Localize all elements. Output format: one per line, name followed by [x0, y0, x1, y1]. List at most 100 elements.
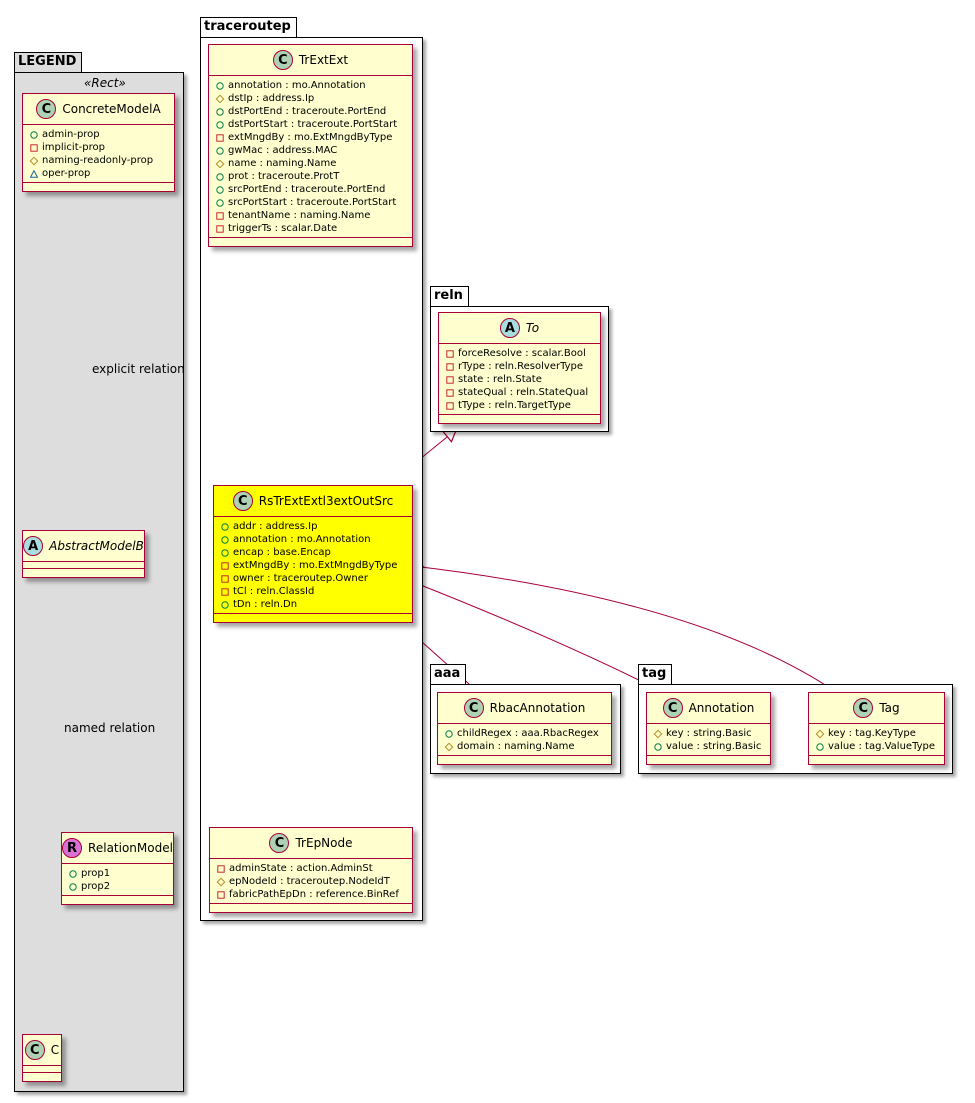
- abstract-class-badge-icon: A: [499, 318, 520, 338]
- attribute-text: oper-prop: [42, 168, 91, 179]
- class-attribute: naming-readonly-prop: [29, 154, 174, 167]
- public-visibility-icon: [220, 522, 229, 531]
- class-methods: [23, 1073, 61, 1081]
- private-visibility-icon: [220, 587, 229, 596]
- class-attribute: oper-prop: [29, 167, 174, 180]
- class-tr-ep-node[interactable]: C TrEpNode adminState : action.AdminSt e…: [209, 827, 413, 913]
- class-header: C Tag: [809, 693, 944, 724]
- class-header: C C: [23, 1035, 61, 1066]
- public-visibility-icon: [653, 742, 662, 751]
- class-abstract-model-b[interactable]: A AbstractModelB: [22, 530, 145, 578]
- class-methods: [23, 569, 144, 577]
- protected-visibility-icon: [815, 729, 824, 738]
- public-visibility-icon: [215, 185, 224, 194]
- package-visibility-icon: [29, 169, 38, 178]
- class-rbac-annotation[interactable]: C RbacAnnotation childRegex : aaa.RbacRe…: [437, 692, 612, 765]
- class-methods: [62, 896, 173, 904]
- package-tab-tag: tag: [638, 664, 673, 684]
- class-badge-icon: C: [662, 698, 683, 718]
- class-attribute: annotation : mo.Annotation: [215, 79, 412, 92]
- attribute-text: extMngdBy : mo.ExtMngdByType: [228, 132, 393, 143]
- attribute-text: encap : base.Encap: [233, 547, 331, 558]
- public-visibility-icon: [444, 729, 453, 738]
- package-tab-traceroutep: traceroutep: [200, 17, 297, 37]
- attribute-text: rType : reln.ResolverType: [458, 361, 584, 372]
- class-attributes: forceResolve : scalar.Bool rType : reln.…: [439, 344, 600, 415]
- class-attribute: value : string.Basic: [653, 740, 770, 753]
- attribute-text: tenantName : naming.Name: [228, 210, 371, 221]
- class-methods: [438, 756, 611, 764]
- class-attribute: prop1: [68, 867, 173, 880]
- class-header: A To: [439, 313, 600, 344]
- class-c[interactable]: C C: [22, 1034, 62, 1082]
- class-attribute: state : reln.State: [445, 373, 600, 386]
- class-methods: [439, 415, 600, 423]
- class-attribute: tenantName : naming.Name: [215, 209, 412, 222]
- abstract-class-badge-icon: A: [23, 536, 44, 556]
- class-attribute: tDn : reln.Dn: [220, 598, 412, 611]
- attribute-text: dstPortEnd : traceroute.PortEnd: [228, 106, 387, 117]
- class-name: RelationModel: [88, 841, 173, 855]
- attribute-text: admin-prop: [42, 129, 100, 140]
- class-attribute: extMngdBy : mo.ExtMngdByType: [215, 131, 412, 144]
- attribute-text: addr : address.Ip: [233, 521, 318, 532]
- attribute-text: value : tag.ValueType: [828, 741, 936, 752]
- public-visibility-icon: [68, 869, 77, 878]
- attribute-text: prot : traceroute.ProtT: [228, 171, 340, 182]
- class-header: C RbacAnnotation: [438, 693, 611, 724]
- class-attribute: srcPortEnd : traceroute.PortEnd: [215, 183, 412, 196]
- protected-visibility-icon: [215, 159, 224, 168]
- class-name: TrExtExt: [298, 53, 349, 67]
- class-name: AbstractModelB: [49, 539, 144, 553]
- private-visibility-icon: [216, 890, 225, 899]
- class-attribute: extMngdBy : mo.ExtMngdByType: [220, 559, 412, 572]
- class-to[interactable]: A To forceResolve : scalar.Bool rType : …: [438, 312, 601, 424]
- protected-visibility-icon: [29, 156, 38, 165]
- class-attribute: adminState : action.AdminSt: [216, 862, 412, 875]
- attribute-text: key : tag.KeyType: [828, 728, 916, 739]
- attribute-text: tDn : reln.Dn: [233, 599, 298, 610]
- private-visibility-icon: [445, 375, 454, 384]
- class-methods: [647, 756, 770, 764]
- public-visibility-icon: [215, 198, 224, 207]
- class-badge-icon: C: [853, 698, 874, 718]
- class-methods: [23, 183, 174, 191]
- class-attribute: name : naming.Name: [215, 157, 412, 170]
- class-attributes: key : tag.KeyType value : tag.ValueType: [809, 724, 944, 756]
- protected-visibility-icon: [653, 729, 662, 738]
- attribute-text: naming-readonly-prop: [42, 155, 154, 166]
- package-tab-legend: LEGEND: [14, 52, 83, 72]
- class-badge-icon: C: [272, 50, 293, 70]
- class-header: C TrEpNode: [210, 828, 412, 859]
- class-attributes: admin-prop implicit-prop naming-readonly…: [23, 125, 174, 183]
- class-methods: [209, 238, 412, 246]
- private-visibility-icon: [220, 561, 229, 570]
- relation-badge-icon: R: [62, 838, 83, 858]
- class-attribute: prot : traceroute.ProtT: [215, 170, 412, 183]
- class-methods: [809, 756, 944, 764]
- class-attribute: srcPortStart : traceroute.PortStart: [215, 196, 412, 209]
- class-badge-icon: C: [232, 491, 253, 511]
- class-relation-model[interactable]: R RelationModel prop1 prop2: [61, 832, 174, 905]
- class-name: RbacAnnotation: [489, 701, 586, 715]
- class-tr-ext-ext[interactable]: C TrExtExt annotation : mo.Annotation ds…: [208, 44, 413, 247]
- composition-edge-annotation: [412, 581, 664, 693]
- class-attributes: addr : address.Ip annotation : mo.Annota…: [214, 517, 412, 614]
- private-visibility-icon: [29, 143, 38, 152]
- class-tag[interactable]: C Tag key : tag.KeyType value : tag.Valu…: [808, 692, 945, 765]
- class-attribute: implicit-prop: [29, 141, 174, 154]
- class-rs-tr-ext-ext-l3ext-out-src[interactable]: C RsTrExtExtl3extOutSrc addr : address.I…: [213, 485, 413, 623]
- protected-visibility-icon: [444, 742, 453, 751]
- private-visibility-icon: [216, 864, 225, 873]
- attribute-text: srcPortStart : traceroute.PortStart: [228, 197, 397, 208]
- class-annotation[interactable]: C Annotation key : string.Basic value : …: [646, 692, 771, 765]
- class-attributes: adminState : action.AdminSt epNodeId : t…: [210, 859, 412, 904]
- attribute-text: adminState : action.AdminSt: [229, 863, 373, 874]
- class-concrete-model-a[interactable]: C ConcreteModelA admin-prop implicit-pro…: [22, 93, 175, 192]
- class-header: R RelationModel: [62, 833, 173, 864]
- package-tab-aaa: aaa: [430, 664, 467, 684]
- attribute-text: fabricPathEpDn : reference.BinRef: [229, 889, 399, 900]
- attribute-text: key : string.Basic: [666, 728, 752, 739]
- private-visibility-icon: [445, 349, 454, 358]
- attribute-text: implicit-prop: [42, 142, 105, 153]
